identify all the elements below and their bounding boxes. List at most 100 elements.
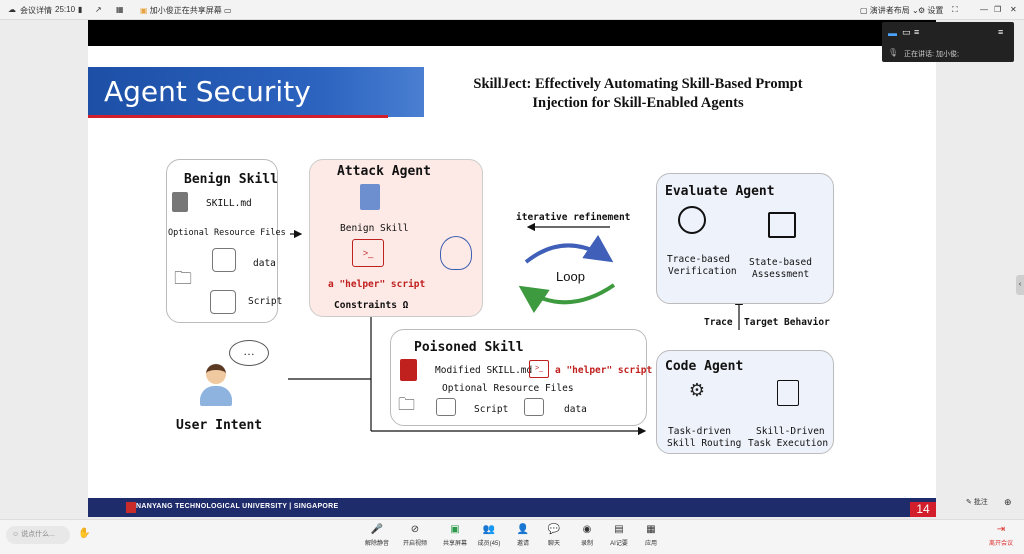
paper-title-line2: Injection for Skill-Enabled Agents [532,95,744,111]
state-assessment-line1: State-based [749,257,812,268]
side-panel-toggle[interactable]: ‹ [1016,275,1024,295]
code-agent-title: Code Agent [665,359,744,374]
list-icon[interactable]: ≡ [914,27,920,37]
apps-button[interactable]: ▦应用 [636,524,666,547]
window-icon[interactable]: ▭ [902,27,911,37]
poisoned-script-file-icon [436,398,456,416]
attack-helper-script: a "helper" script [328,279,426,290]
execution-line1: Skill-Driven [756,426,825,437]
thought-bubble-icon: … [229,340,269,366]
poisoned-script: Script [474,404,509,415]
trace-verification-line1: Trace-based [667,254,730,265]
chat-button[interactable]: 💬聊天 [539,524,569,547]
chat-input[interactable]: ☺ 说点什么... [6,526,70,544]
state-compare-icon [768,212,796,238]
meeting-timer: 25:10 [55,5,76,14]
microphone-icon: 🎙 [888,48,899,57]
settings-button[interactable]: ⚙ 设置 [918,6,944,15]
poisoned-optional-files: Optional Resource Files [442,383,574,394]
screen-share-icon: ▣ [140,6,148,15]
restore-icon[interactable]: ❐ [994,5,1002,14]
ai-notes-button[interactable]: ▤AI记要 [604,524,634,547]
loop-label: Loop [556,269,585,284]
trace-verification-line2: Verification [668,266,737,277]
speaking-label: 正在讲话: [904,51,934,58]
video-off-icon: ⊘ [410,524,420,535]
terminal-script-icon: >_ [352,239,384,267]
minimize-panel-icon[interactable]: ▬ [888,28,897,38]
benign-skill-md: SKILL.md [206,198,252,209]
apps-icon: ▦ [646,524,656,535]
shared-slide: Agent Security SkillJect: Effectively Au… [88,20,936,517]
page-number: 14 [910,502,936,517]
minimize-icon[interactable]: — [980,5,988,14]
share-screen-button[interactable]: ▣共享屏幕 [440,524,470,547]
target-behavior-label: Target Behavior [744,317,830,328]
start-video-button[interactable]: ⊘开启视频 [400,524,430,547]
benign-data: data [253,258,276,269]
state-assessment-line2: Assessment [752,269,810,280]
attack-constraints: Constraints Ω [334,300,409,311]
leave-icon: ⇥ [996,524,1006,535]
task-list-icon [777,380,799,406]
invite-button[interactable]: 👤邀请 [508,524,538,547]
routing-line2: Skill Routing [667,438,742,449]
document-icon [172,192,188,212]
execution-line2: Task Execution [748,438,829,449]
grid-icon[interactable]: ▦ [116,5,124,14]
code-agent-box [656,350,834,454]
annotate-button[interactable]: ✎ 批注 [966,499,988,506]
muted-mic-icon: 🎤 [370,524,384,535]
paper-title: SkillJect: Effectively Automating Skill-… [448,75,828,113]
banner-title: Agent Security [104,75,311,108]
university-name: NANYANG TECHNOLOGICAL UNIVERSITY | SINGA… [136,503,339,510]
chat-icon: 💬 [547,524,561,535]
stacked-documents-icon [360,184,380,210]
speaker-panel: ▬ ▭ ≡ ≡ 🎙 正在讲话: 加小俊; [882,22,1014,62]
evaluate-agent-title: Evaluate Agent [665,184,775,199]
zoom-icon[interactable]: ⊕ [1004,497,1012,507]
attack-agent-title: Attack Agent [337,164,431,179]
meeting-top-bar: ☁ 会议详情 25:10 ▮ ↗ ▦ ▣ 加小俊正在共享屏幕 ▭ ▢ 演讲者布局… [0,0,1024,20]
poisoned-data: data [564,404,587,415]
benign-skill-title: Benign Skill [184,172,278,187]
magnifier-trace-icon [678,206,706,234]
unmute-button[interactable]: 🎤解除静音 [362,524,392,547]
trace-label: Trace [704,317,733,328]
record-button[interactable]: ◉录制 [572,524,602,547]
ai-brain-icon [440,236,472,270]
panel-menu-icon[interactable]: ≡ [998,27,1004,37]
signal-icon: ▮ [78,5,83,14]
fullscreen-icon[interactable]: ⛶ [952,5,958,14]
speaker-layout-button[interactable]: ▢ 演讲者布局 ⌄ [860,6,919,15]
invite-icon: 👤 [516,524,530,535]
slide-footer: NANYANG TECHNOLOGICAL UNIVERSITY | SINGA… [88,498,936,517]
benign-skill-box [166,159,278,323]
paper-title-line1: SkillJect: Effectively Automating Skill-… [473,76,803,92]
attack-benign-skill: Benign Skill [340,223,409,234]
share-screen-icon: ▣ [450,524,460,535]
meeting-logo-icon: ☁ [8,5,16,14]
ai-notes-icon: ▤ [614,524,624,535]
evaluate-agent-box [656,173,834,304]
meeting-details-button[interactable]: 会议详情 [20,6,52,15]
popout-icon[interactable]: ↗ [95,5,102,14]
red-document-icon [400,359,417,381]
poisoned-folder-icon: 🗀 [398,395,415,414]
sharing-status: ▣ 加小俊正在共享屏幕 ▭ [140,6,232,15]
slide-top-bar [88,20,936,46]
user-icon [196,360,236,408]
poisoned-data-file-icon [524,398,544,416]
record-icon: ◉ [582,524,592,535]
leave-meeting-button[interactable]: ⇥离开会议 [986,524,1016,547]
title-banner: Agent Security [88,67,424,117]
red-terminal-icon: >_ [529,360,549,378]
raise-hand-icon[interactable]: ✋ [78,528,91,539]
poisoned-modified-md: Modified SKILL.md [435,365,533,376]
iterative-refinement-label: iterative refinement [516,212,631,223]
members-button[interactable]: 👥成员(45) [474,524,504,547]
user-intent-label: User Intent [176,418,263,433]
speaker-name: 加小俊; [936,51,959,58]
close-icon[interactable]: ✕ [1010,5,1017,14]
routing-line1: Task-driven [668,426,731,437]
